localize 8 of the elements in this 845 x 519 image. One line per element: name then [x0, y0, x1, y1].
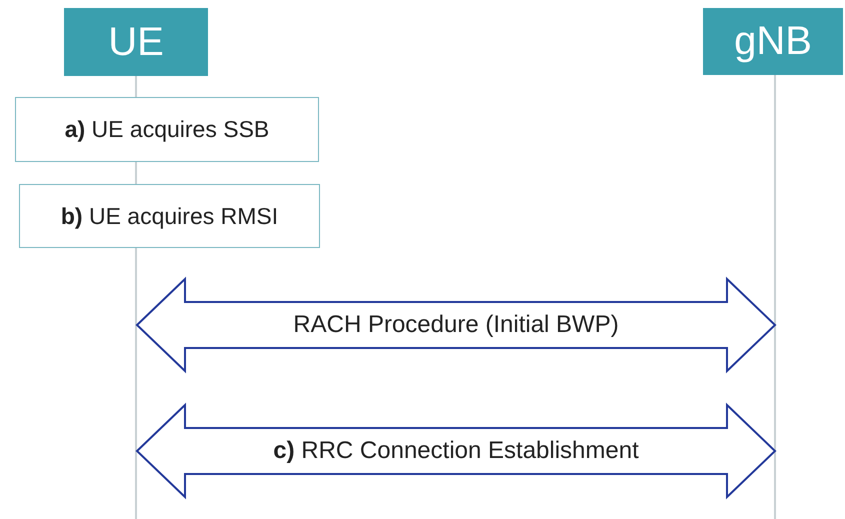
- step-text: a) UE acquires SSB: [64, 116, 270, 143]
- participant-name: UE: [108, 20, 164, 64]
- participant-name: gNB: [734, 19, 812, 64]
- step-box: [15, 97, 319, 162]
- step-text: b) UE acquires RMSI: [60, 202, 278, 230]
- participant-box: [703, 8, 843, 75]
- participant-box: [64, 8, 208, 76]
- step-box: [19, 184, 320, 248]
